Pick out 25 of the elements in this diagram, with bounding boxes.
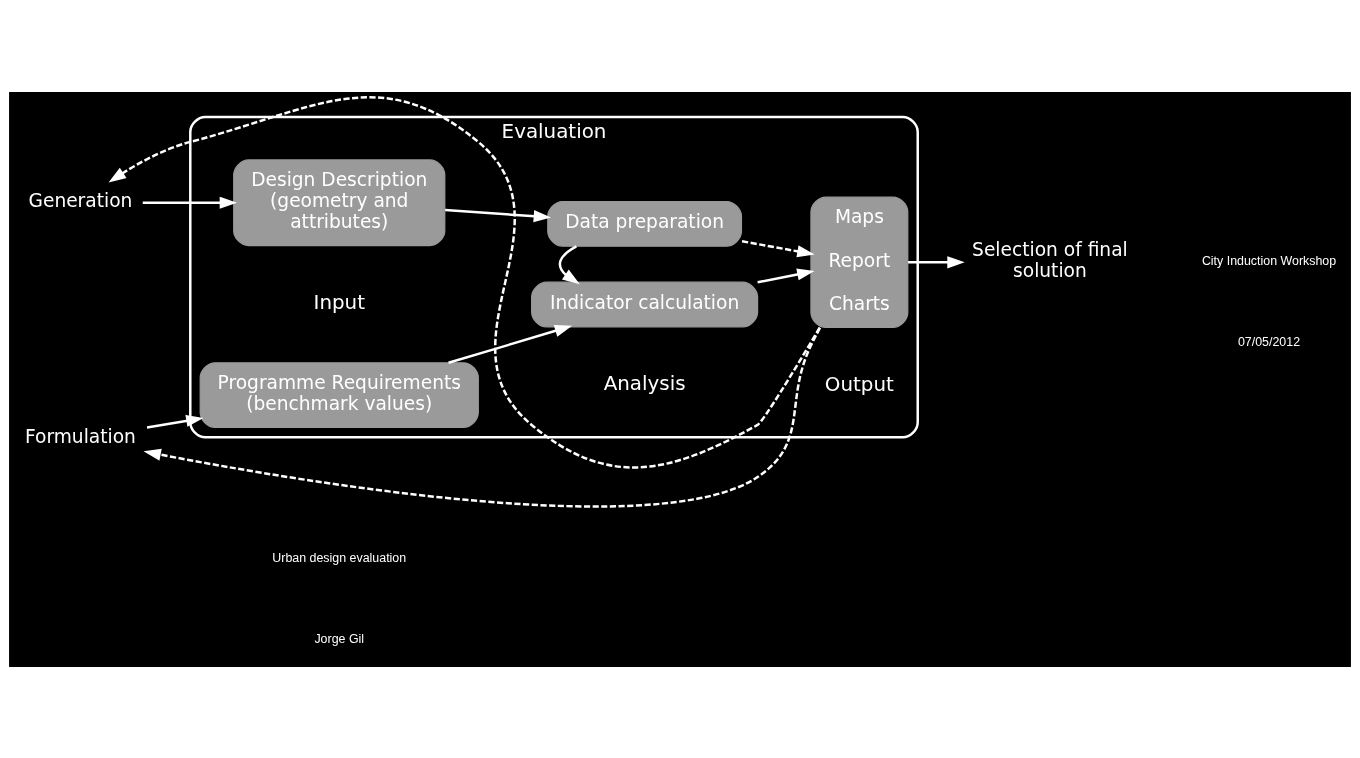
node-box: Data preparation xyxy=(547,200,743,247)
arrow xyxy=(146,414,204,429)
arrow xyxy=(558,244,580,284)
node-text: Generation xyxy=(28,189,133,211)
arrow xyxy=(445,208,552,222)
node-box: Maps Report Charts xyxy=(810,196,909,328)
label: Input xyxy=(313,290,365,314)
node-text: Selection of final solution xyxy=(972,238,1128,281)
node-box: Programme Requirements (benchmark values) xyxy=(199,361,479,428)
label: Output xyxy=(824,372,894,396)
label: Urban design evaluation xyxy=(272,550,407,565)
label: City Induction Workshop xyxy=(1201,253,1337,268)
arrow xyxy=(143,326,822,508)
arrow xyxy=(142,196,238,209)
arrow xyxy=(741,239,815,257)
label: Analysis xyxy=(603,371,686,395)
label: 07/05/2012 xyxy=(1237,334,1301,349)
node-box: Indicator calculation xyxy=(531,281,759,327)
label: Jorge Gil xyxy=(314,631,365,646)
arrow xyxy=(108,95,821,468)
node-box: Design Description (geometry and attributes) xyxy=(233,158,446,246)
arrow xyxy=(757,267,815,284)
arrow xyxy=(908,255,965,268)
arrow xyxy=(448,324,573,364)
node-text: Formulation xyxy=(24,425,136,447)
